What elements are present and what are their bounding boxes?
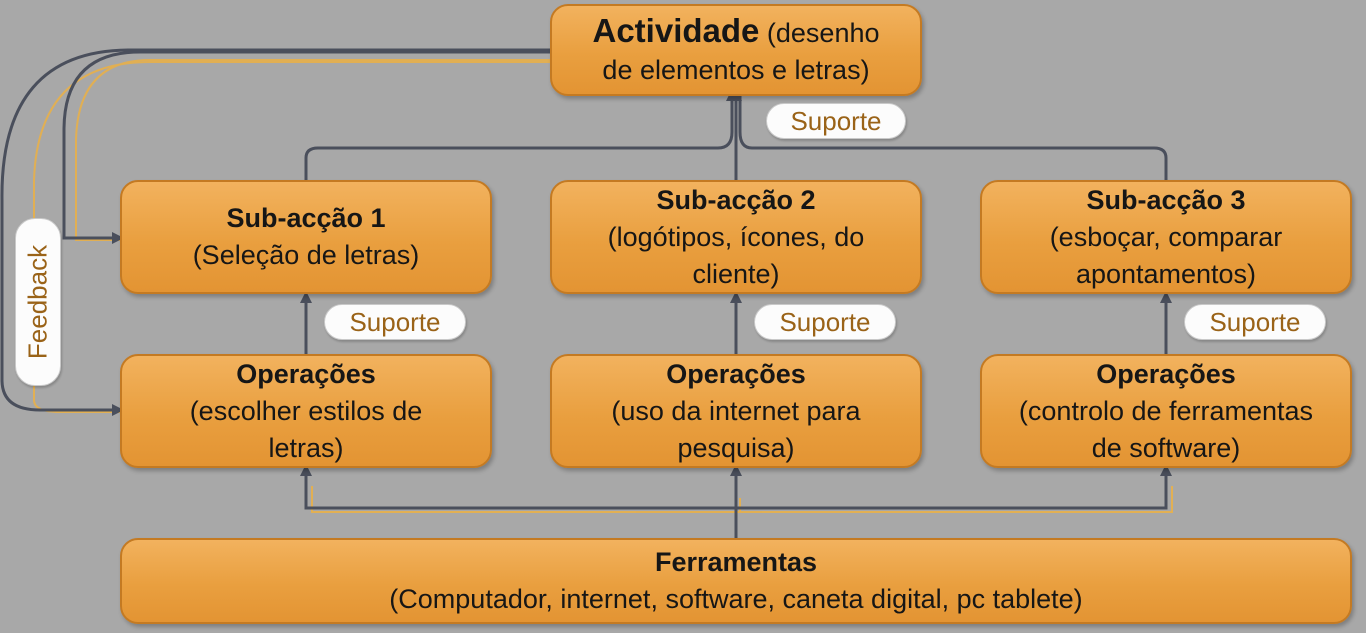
operations-3-box: Operações (controlo de ferramentas de so… — [980, 354, 1352, 468]
operations-1-title: Operações — [236, 358, 376, 389]
operations-2-title: Operações — [666, 358, 806, 389]
operations-2-description-line1: (uso da internet para — [611, 395, 861, 426]
operations-1-description-line2: letras) — [268, 432, 344, 463]
tools-title: Ferramentas — [654, 547, 818, 577]
operations-3-description-line1: (controlo de ferramentas — [1018, 395, 1314, 426]
subactions-to-activity-connectors — [304, 89, 1168, 180]
activity-description-end: de elementos e letras) — [602, 54, 870, 85]
activity-description-start: (desenho — [766, 17, 880, 48]
operations-1-box: Operações (escolher estilos de letras) — [120, 354, 492, 468]
feedback-label: Feedback — [22, 244, 53, 360]
subaction-2-title: Sub-acção 2 — [656, 184, 816, 215]
subaction-3-description-line2: apontamentos) — [1075, 258, 1257, 289]
subaction-1-box: Sub-acção 1 (Seleção de letras) — [120, 180, 492, 294]
operations-2-box: Operações (uso da internet para pesquisa… — [550, 354, 922, 468]
operations-2-description-line2: pesquisa) — [677, 432, 795, 463]
operations-1-description-line1: (escolher estilos de — [189, 395, 423, 426]
support-label-subaction-1: Suporte — [324, 304, 466, 340]
subaction-3-description-line1: (esboçar, comparar — [1049, 221, 1283, 252]
tools-to-operations-connectors — [300, 464, 1172, 538]
support-label-subaction-2: Suporte — [754, 304, 896, 340]
support-label-subaction-3: Suporte — [1184, 304, 1326, 340]
activity-box: Actividade (desenho de elementos e letra… — [550, 4, 922, 96]
activity-line1: Actividade (desenho — [593, 12, 880, 52]
operations-3-title: Operações — [1096, 358, 1236, 389]
subaction-3-title: Sub-acção 3 — [1086, 184, 1246, 215]
support-label-activity: Suporte — [766, 103, 906, 139]
subaction-2-box: Sub-acção 2 (logótipos, ícones, do clien… — [550, 180, 922, 294]
tools-description: (Computador, internet, software, caneta … — [389, 584, 1083, 614]
feedback-label-box: Feedback — [15, 218, 61, 386]
tools-box: Ferramentas (Computador, internet, softw… — [120, 538, 1352, 624]
subaction-2-description-line1: (logótipos, ícones, do — [607, 221, 865, 252]
subaction-3-box: Sub-acção 3 (esboçar, comparar apontamen… — [980, 180, 1352, 294]
feedback-connectors — [0, 48, 552, 416]
activity-title: Actividade — [592, 11, 760, 49]
operations-3-description-line2: de software) — [1091, 432, 1241, 463]
subaction-1-title: Sub-acção 1 — [226, 203, 386, 233]
subaction-1-description: (Seleção de letras) — [192, 240, 420, 270]
operations-to-subactions-connectors — [300, 291, 1172, 354]
subaction-2-description-line2: cliente) — [692, 258, 780, 289]
